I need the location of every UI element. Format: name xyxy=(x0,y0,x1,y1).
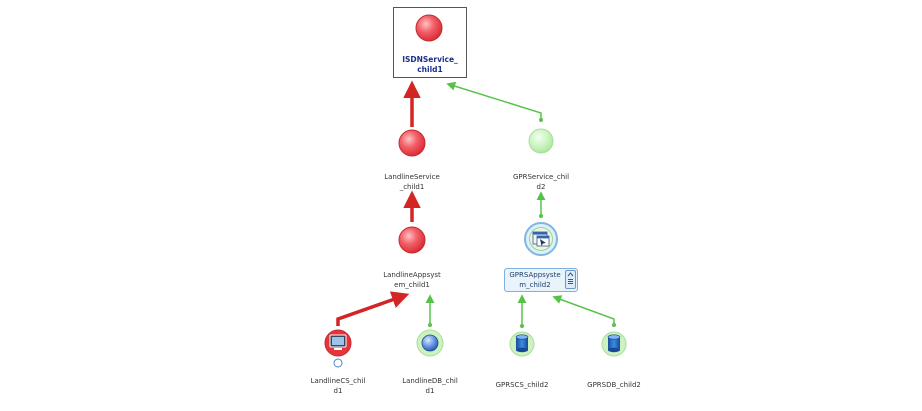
node-landline-appsys[interactable] xyxy=(398,226,426,254)
sphere-icon xyxy=(421,334,439,352)
edge-endpoint-dot xyxy=(539,118,543,122)
node-isdn-service[interactable] xyxy=(415,14,443,42)
edge-endpoint-dot xyxy=(428,323,432,327)
status-critical-icon xyxy=(398,226,426,254)
edge-gprs-db-to-gprs-appsys xyxy=(552,295,615,325)
status-critical-icon xyxy=(415,14,443,42)
node-label-landline-appsys: LandlineAppsyst em_child1 xyxy=(383,271,441,289)
status-normal-icon xyxy=(528,128,554,154)
status-critical-icon xyxy=(398,129,426,157)
edges xyxy=(336,80,616,328)
node-gprs-db[interactable] xyxy=(601,331,627,357)
node-label-landline-cs: LandlineCS_chil d1 xyxy=(310,377,366,395)
node-landline-db[interactable] xyxy=(416,329,444,357)
database-icon xyxy=(607,334,621,353)
edge-gprs-service-to-isdn xyxy=(446,81,542,120)
node-label-gprs-service: GPRService_chil d2 xyxy=(512,173,570,191)
node-label-gprs-cs: GPRSCS_child2 xyxy=(495,381,549,389)
node-label-landline-db: LandlineDB_chil d1 xyxy=(402,377,458,395)
node-landline-cs[interactable] xyxy=(324,329,352,368)
node-label-landline-service: LandlineService _child1 xyxy=(384,173,440,191)
connector-ring-icon xyxy=(333,358,343,368)
edge-endpoint-dot xyxy=(612,323,616,327)
application-window-icon xyxy=(532,231,550,247)
selected-node-frame[interactable] xyxy=(393,7,467,78)
collapse-toggle-button[interactable] xyxy=(565,270,576,289)
edge-landline-cs-to-landline-appsys xyxy=(336,291,410,326)
node-label-isdn-service: ISDNService_ child1 xyxy=(402,55,458,74)
node-label-gprs-appsys: GPRSAppsyste m_child2 xyxy=(509,271,561,289)
node-landline-service[interactable] xyxy=(398,129,426,157)
edge-endpoint-dot xyxy=(539,214,543,218)
monitor-icon xyxy=(329,334,347,350)
node-label-gprs-db: GPRSDB_child2 xyxy=(587,381,641,389)
edge-endpoint-dot xyxy=(520,324,524,328)
collapse-toggle-icon xyxy=(567,272,574,284)
node-gprs-service[interactable] xyxy=(528,128,554,154)
node-gprs-cs[interactable] xyxy=(509,331,535,357)
database-icon xyxy=(515,334,529,353)
node-gprs-appsys[interactable] xyxy=(524,222,558,256)
